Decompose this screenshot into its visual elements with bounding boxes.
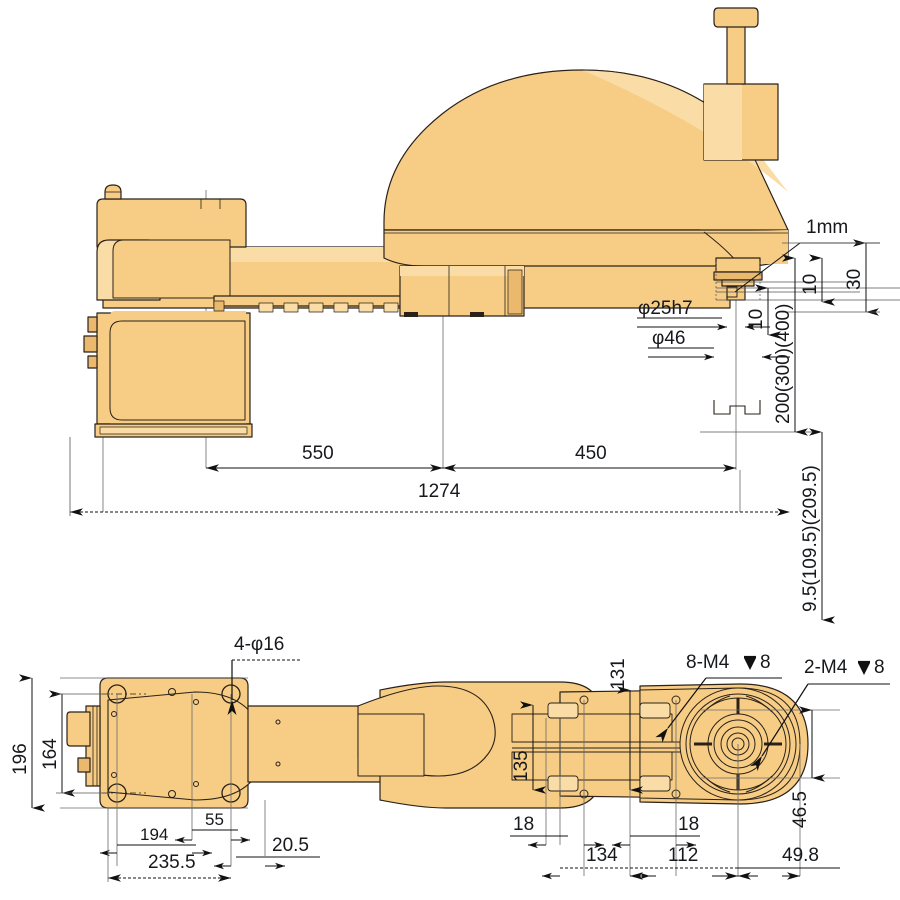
robot-side-profile	[83, 7, 789, 438]
dim-4-phi16: 4-φ16	[227, 634, 300, 715]
dim-base-height: 9.5(109.5)(209.5)	[800, 428, 835, 624]
dim-196: 196	[10, 674, 45, 812]
dim-194: 194	[100, 825, 212, 857]
dim-450: 450	[443, 443, 736, 472]
dim-46-5-label: 46.5	[790, 791, 811, 828]
dim-base-height-label: 9.5(109.5)(209.5)	[800, 465, 821, 612]
robot-bottom-profile	[66, 677, 809, 809]
dim-10-mid: 10	[800, 254, 835, 306]
dim-2-m4-label: 2-M4	[804, 657, 848, 678]
dim-10-left: 10	[746, 284, 781, 339]
dim-stroke-label: 200(300)(400)	[773, 304, 794, 424]
dim-1274-label: 1274	[418, 481, 461, 502]
dim-112-label: 112	[668, 845, 698, 866]
dim-135: 135	[511, 701, 546, 794]
tool-mount-symbol	[713, 400, 761, 415]
bottom-view-dimensions: 196 164 4-φ16 55	[10, 634, 890, 882]
dim-30: 30	[844, 239, 879, 316]
dim-4-phi16-label: 4-φ16	[234, 634, 284, 655]
dim-135-label: 135	[511, 750, 532, 782]
dim-164: 164	[40, 690, 110, 797]
bottom-view: 196 164 4-φ16 55	[10, 634, 890, 882]
dim-131: 131	[608, 658, 643, 794]
dim-235-5: 235.5	[107, 808, 231, 882]
dim-8-m4-label: 8-M4	[686, 652, 730, 673]
dim-18-left-label: 18	[513, 814, 534, 835]
dim-55-label: 55	[205, 810, 224, 829]
dim-10-mid-label: 10	[800, 274, 821, 295]
dim-235-5-label: 235.5	[148, 852, 196, 873]
dim-2-m4: 2-M4 8	[750, 657, 890, 772]
dim-46-5: 46.5	[790, 706, 825, 828]
dim-1mm-label: 1mm	[806, 217, 848, 238]
dim-phi46: φ46	[648, 328, 790, 361]
dim-194-label: 194	[140, 825, 168, 844]
dim-stroke: 200(300)(400)	[773, 254, 808, 436]
dim-10-left-label: 10	[746, 309, 767, 330]
dim-164-label: 164	[40, 738, 61, 770]
dim-450-label: 450	[575, 443, 607, 464]
dim-phi46-label: φ46	[652, 328, 685, 349]
dim-8-m4: 8-M4 8	[655, 652, 782, 743]
dim-49-8-label: 49.8	[782, 845, 819, 866]
dim-30-label: 30	[844, 269, 865, 290]
side-view: 1mm φ25h7 φ46 10	[69, 7, 900, 624]
dim-1274: 1274	[69, 437, 790, 516]
dim-8-m4-depth-label: 8	[760, 652, 771, 673]
depth-symbol-icon	[744, 655, 756, 670]
dim-550-label: 550	[302, 443, 334, 464]
dim-18-right: 18	[612, 814, 700, 849]
depth-symbol-icon-2	[858, 660, 870, 675]
dim-55: 55	[175, 810, 250, 844]
dim-18-left: 18	[510, 814, 604, 849]
dim-phi25h7: φ25h7	[637, 298, 770, 331]
dim-phi25h7-label: φ25h7	[638, 298, 693, 319]
dim-49-8: 49.8	[738, 845, 840, 880]
dim-134: 134	[542, 845, 650, 880]
dim-18-right-label: 18	[678, 814, 699, 835]
dim-20-5: 20.5	[214, 835, 320, 870]
dim-131-label: 131	[608, 658, 629, 690]
dim-550: 550	[206, 443, 443, 472]
side-view-dimensions: 1mm φ25h7 φ46 10	[69, 217, 880, 624]
dim-196-label: 196	[10, 743, 31, 775]
dim-112: 112	[630, 845, 738, 880]
dim-134-label: 134	[586, 845, 618, 866]
dim-20-5-label: 20.5	[272, 835, 309, 856]
dim-2-m4-depth-label: 8	[874, 657, 885, 678]
